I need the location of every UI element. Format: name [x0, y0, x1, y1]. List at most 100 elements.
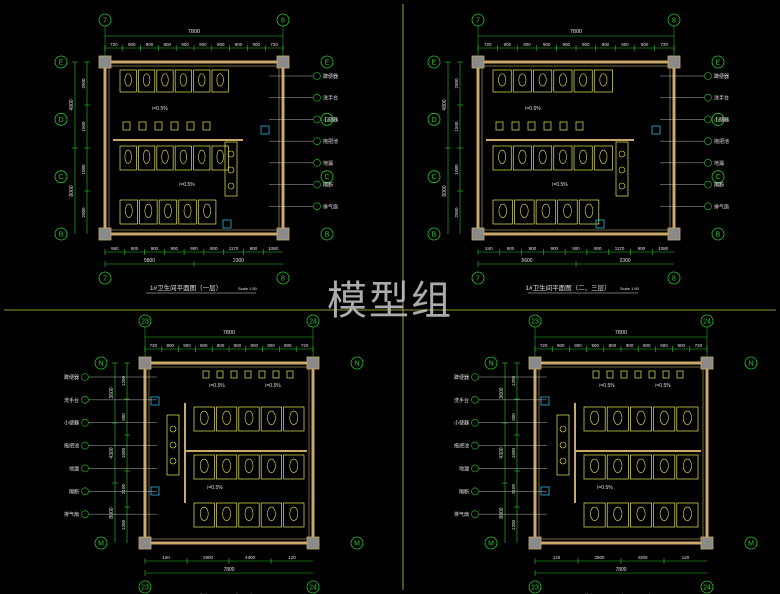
- toilet-stall-bowl: [198, 73, 206, 87]
- slope-label: i=0.5%: [265, 383, 281, 389]
- left-axis-tag-label: C: [431, 174, 436, 181]
- urinal: [170, 121, 179, 131]
- bottom-dim-value: 120: [162, 555, 170, 560]
- bottom-dim-value: 960: [111, 246, 119, 251]
- annotation-text: 洗手台: [323, 95, 338, 102]
- left-axis-tag: [427, 227, 441, 241]
- toilet-stall-bowl: [636, 458, 646, 473]
- toilet-stall: [197, 199, 217, 225]
- toilet-stall: [593, 69, 613, 93]
- top-axis-tag-left-label: 7: [476, 18, 480, 25]
- toilet-stall: [283, 502, 305, 528]
- toilet-stall-bowl: [144, 203, 153, 218]
- urinal: [186, 121, 195, 131]
- outer-wall: [533, 361, 709, 545]
- urinal: [122, 121, 131, 131]
- top-dim-value: 900: [253, 42, 261, 47]
- toilet-stall-bowl: [203, 203, 211, 218]
- annotation-text: 排气扇: [64, 511, 79, 518]
- mop-sink: [150, 396, 160, 406]
- leader-bubble: [471, 464, 479, 473]
- right-axis-tag-label: B: [716, 232, 721, 239]
- annotation-text: 洗手台: [454, 397, 469, 404]
- slope-label: i=0.5%: [552, 182, 568, 188]
- top-dim-value: 720: [110, 42, 118, 47]
- toilet-stall: [216, 406, 238, 432]
- column: [98, 55, 112, 69]
- left-axis-tag-label: B: [59, 232, 64, 239]
- top-axis-tag-right-label: 8: [672, 18, 676, 25]
- inner-wall-line: [108, 65, 280, 231]
- toilet-stall: [676, 406, 699, 432]
- top-axis-tag-left-label: 23: [141, 319, 149, 326]
- drawing-scale: Scale 1:50: [620, 286, 640, 291]
- column: [471, 55, 485, 69]
- slope-label: i=0.5%: [152, 106, 168, 112]
- wash-basin: [169, 441, 177, 449]
- toilet-stall-bowl: [590, 458, 600, 473]
- left-axis-tag-label: C: [58, 174, 63, 181]
- toilet-stall: [119, 69, 137, 93]
- top-dim-value: 900: [591, 343, 599, 348]
- toilet-stall-bowl: [124, 203, 133, 218]
- left-total-value: 3600: [109, 387, 115, 398]
- bottom-axis-tag-right-label: 24: [309, 585, 317, 592]
- right-axis-tag-label: D: [715, 117, 720, 124]
- toilet-stall-bowl: [124, 73, 132, 87]
- toilet-stall-bowl: [498, 149, 507, 164]
- wash-basin: [227, 166, 235, 174]
- toilet-stall: [676, 502, 699, 528]
- bottom-axis-tag-left: [138, 580, 152, 594]
- column: [528, 536, 542, 550]
- bottom-dim-value: 1080: [268, 246, 279, 251]
- right-axis-tag: [320, 170, 334, 184]
- annotation-text: 拖把池: [454, 443, 469, 450]
- left-axis-tag: [427, 170, 441, 184]
- annotation-text: 隔断: [69, 488, 79, 495]
- bottom-dim-value: 1170: [229, 246, 239, 251]
- urinal: [272, 370, 280, 379]
- toilet-stall: [533, 69, 553, 93]
- right-axis-tag: [744, 356, 758, 370]
- bottom-total-value: 7800: [615, 567, 626, 573]
- toilet-stall: [578, 199, 600, 225]
- top-dim-value: 900: [660, 343, 668, 348]
- column: [98, 227, 112, 241]
- toilet-stall-bowl: [498, 73, 507, 87]
- left-axis-tag-label: M: [98, 541, 104, 548]
- toilet-stall-bowl: [498, 203, 507, 218]
- right-axis-tag: [744, 536, 758, 550]
- top-dim-value: 900: [621, 42, 629, 47]
- top-dim-value: 900: [217, 42, 225, 47]
- toilet-stall: [606, 406, 629, 432]
- right-axis-tag-label: M: [748, 541, 754, 548]
- annotation-text: 隔断: [714, 182, 724, 189]
- toilet-stall-bowl: [244, 506, 254, 521]
- bottom-dim-value: 900: [594, 246, 602, 251]
- toilet-stall: [573, 69, 593, 93]
- urinal: [154, 121, 163, 131]
- floor-drain: [222, 219, 232, 229]
- leader-bubble: [81, 464, 89, 473]
- bottom-axis-tag-left-label: 7: [476, 276, 480, 283]
- drawing-scale: Scale 1:50: [238, 286, 258, 291]
- left-total-value: 8000: [109, 507, 115, 518]
- toilet-stall: [512, 145, 532, 171]
- left-axis-tag-label: M: [488, 541, 494, 548]
- right-axis-tag-label: M: [354, 541, 360, 548]
- urinal: [244, 370, 252, 379]
- leader-bubble: [704, 137, 712, 145]
- bottom-axis-tag-right-label: 8: [281, 276, 285, 283]
- urinal: [575, 121, 584, 131]
- top-dim-value: 900: [234, 343, 242, 348]
- top-dim-value: 900: [557, 343, 565, 348]
- toilet-stall: [533, 145, 553, 171]
- toilet-stall-bowl: [267, 458, 276, 473]
- bottom-axis-tag-left-label: 23: [531, 585, 539, 592]
- toilet-stall: [283, 406, 305, 432]
- bottom-axis-tag-right: [700, 580, 714, 594]
- toilet-stall: [606, 454, 629, 480]
- toilet-stall-bowl: [541, 203, 551, 218]
- right-axis-tag-label: N: [354, 361, 359, 368]
- toilet-stall-bowl: [682, 410, 692, 425]
